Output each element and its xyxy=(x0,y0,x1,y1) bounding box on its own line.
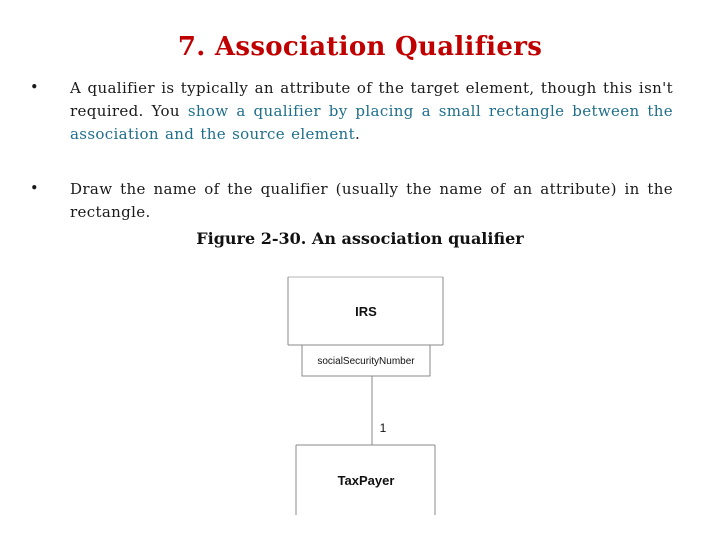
source-class-name: IRS xyxy=(355,304,377,319)
figure-caption: Figure 2-30. An association qualifier xyxy=(196,229,524,248)
qualifier-box: socialSecurityNumber xyxy=(301,344,431,377)
multiplicity-label: 1 xyxy=(380,421,387,435)
qualifier-name: socialSecurityNumber xyxy=(317,356,415,367)
bullet-text: A qualifier is typically an attribute of… xyxy=(70,77,673,146)
bullet-text-part: . xyxy=(354,125,361,143)
bullet-marker: • xyxy=(30,181,39,197)
bullet-highlight: show a qualifier by placing a small rect… xyxy=(70,102,673,143)
target-class-name: TaxPayer xyxy=(338,473,395,488)
bullet-text: Draw the name of the qualifier (usually … xyxy=(70,180,673,221)
target-class-box: TaxPayer xyxy=(295,444,436,515)
bullet-text-part: A qualifier is typically an attribute of… xyxy=(70,79,673,120)
bullet-marker: • xyxy=(30,80,39,96)
source-class-box: IRS xyxy=(287,276,444,346)
slide-title: 7. Association Qualifiers xyxy=(177,32,543,62)
